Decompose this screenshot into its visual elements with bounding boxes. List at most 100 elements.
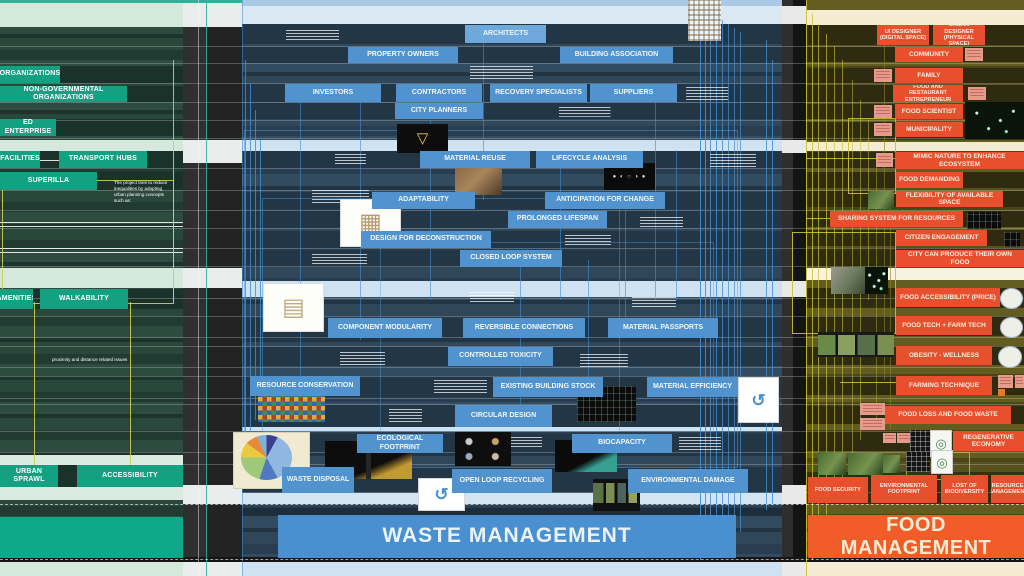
food-scientist[interactable]: FOOD SCIENTIST — [895, 104, 963, 119]
food-demanding[interactable]: FOOD DEMANDING — [896, 172, 963, 188]
mimic-nature-to-enhance-ecosystem[interactable]: MIMIC NATURE TO ENHANCE ECOSYSTEM — [895, 152, 1024, 169]
architects[interactable]: ARCHITECTS — [465, 25, 546, 43]
food-management-title[interactable]: FOOD MANAGEMENT — [808, 515, 1024, 558]
note-chip-2[interactable] — [874, 69, 892, 82]
annotation-text[interactable] — [708, 152, 758, 170]
lost-of-biodiversity[interactable]: LOST OF BIODIVERSITY — [941, 475, 988, 503]
material-reuse[interactable]: MATERIAL REUSE — [420, 151, 530, 168]
annotation-text[interactable] — [677, 435, 723, 453]
resource-management[interactable]: RESOURCE MANAGEMENT — [991, 475, 1024, 503]
constellation-image[interactable] — [965, 102, 1024, 139]
note-chip-12[interactable] — [897, 433, 910, 443]
superilla-note[interactable]: The project tries to reduce inequalities… — [114, 180, 168, 203]
circle-badge-3[interactable] — [998, 346, 1022, 368]
circle-badge-1[interactable] — [1000, 288, 1023, 309]
annotation-text[interactable] — [468, 290, 516, 304]
property-owners[interactable]: PROPERTY OWNERS — [348, 47, 458, 63]
obesity-wellness[interactable]: OBESITY - WELLNESS — [896, 346, 992, 365]
controlled-toxicity[interactable]: CONTROLLED TOXICITY — [448, 347, 553, 366]
non-governmental-organizations[interactable]: NON-GOVERNMENTAL ORGANIZATIONS — [0, 86, 127, 102]
orange-chip[interactable] — [998, 389, 1005, 396]
annotation-text[interactable] — [557, 105, 613, 117]
note-chip-8[interactable] — [1015, 375, 1024, 388]
annotation-text[interactable] — [578, 352, 630, 368]
city-can-produce-their-own-food[interactable]: CITY CAN PRODUCE THEIR OWN FOOD — [896, 250, 1024, 267]
annotation-text[interactable] — [333, 152, 367, 166]
amenities[interactable]: AMENITIES — [0, 289, 33, 309]
note-chip-5[interactable] — [874, 123, 892, 136]
investors[interactable]: INVESTORS — [285, 84, 381, 102]
food-security[interactable]: FOOD SECURITY — [808, 477, 868, 503]
material-efficiency[interactable]: MATERIAL EFFICIENCY — [647, 377, 738, 397]
recycle-thumbnail-bottom[interactable] — [931, 450, 953, 474]
street-photo[interactable] — [831, 267, 865, 294]
closed-loop-system[interactable]: CLOSED LOOP SYSTEM — [460, 250, 562, 267]
annotation-text[interactable] — [387, 407, 423, 425]
city-planners[interactable]: CITY PLANNERS — [395, 103, 483, 119]
transport-hubs[interactable]: TRANSPORT HUBS — [59, 151, 147, 168]
community[interactable]: COMMUNITY — [895, 47, 963, 62]
annotation-text[interactable] — [638, 215, 685, 228]
green-chart-thumbnail[interactable] — [865, 267, 888, 294]
open-loop-recycling[interactable]: OPEN LOOP RECYCLING — [452, 469, 552, 493]
ecological-footprint[interactable]: ECOLOGICAL FOOTPRINT — [357, 434, 443, 453]
environmental-damage[interactable]: ENVIRONMENTAL DAMAGE — [628, 469, 748, 493]
food-accessibility-price[interactable]: FOOD ACCESSIBILITY (PRICE) — [896, 288, 1000, 307]
annotation-text[interactable] — [507, 435, 543, 450]
biocapacity[interactable]: BIOCAPACITY — [572, 434, 672, 453]
note-chip-3[interactable] — [968, 87, 986, 100]
annotation-text[interactable] — [284, 28, 342, 41]
annotation-text[interactable] — [630, 295, 678, 309]
dot-grid-thumbnail[interactable] — [910, 430, 930, 457]
photo-strip-image[interactable] — [818, 332, 894, 357]
trees-photo[interactable] — [868, 191, 894, 209]
proximity-note[interactable]: proximity and distance related issues — [52, 357, 128, 362]
accessibility[interactable]: ACCESSIBILITY — [77, 465, 183, 487]
recycle-icons-image[interactable] — [455, 432, 511, 466]
small-dark-thumbnail[interactable] — [1004, 232, 1020, 247]
ui-designer[interactable]: UI DESIGNER (DIGITAL SPACE) — [877, 25, 929, 45]
photo-strip-bottom-3[interactable] — [883, 455, 900, 473]
waste-disposal[interactable]: WASTE DISPOSAL — [282, 467, 354, 493]
food-loss-and-food-waste[interactable]: FOOD LOSS AND FOOD WASTE — [885, 406, 1011, 424]
family[interactable]: FAMILY — [895, 68, 963, 83]
circle-badge-2[interactable] — [1000, 317, 1023, 338]
reversible-connections[interactable]: REVERSIBLE CONNECTIONS — [463, 318, 585, 338]
anticipation-for-change[interactable]: ANTICIPATION FOR CHANGE — [545, 192, 665, 209]
contractors[interactable]: CONTRACTORS — [396, 84, 482, 102]
adaptability[interactable]: ADAPTABILITY — [372, 192, 475, 209]
note-chip-1[interactable] — [965, 48, 983, 61]
ed-enterprise[interactable]: ED ENTERPRISE — [0, 119, 56, 136]
map-thumbnail[interactable] — [967, 212, 1001, 229]
annotation-text[interactable] — [563, 233, 613, 247]
resource-conservation[interactable]: RESOURCE CONSERVATION — [250, 376, 360, 396]
urban-designer[interactable]: URBAN DESIGNER (PHYSICAL SPACE) — [933, 25, 985, 45]
annotation-text[interactable] — [468, 64, 537, 80]
regenerative-economy[interactable]: REGENERATIVE ECONOMY — [953, 431, 1024, 451]
lifecycle-analysis[interactable]: LIFECYCLE ANALYSIS — [536, 151, 643, 168]
organizations[interactable]: ORGANIZATIONS — [0, 66, 60, 83]
note-chip-4[interactable] — [874, 105, 892, 118]
photo-strip-bottom-1[interactable] — [818, 452, 846, 475]
annotation-text[interactable] — [432, 378, 490, 395]
food-and-restaurant-entrepreneur[interactable]: FOOD AND RESTAURANT ENTREPRENEUR — [893, 85, 963, 102]
annotation-text[interactable] — [338, 350, 387, 366]
material-passports[interactable]: MATERIAL PASSPORTS — [608, 318, 718, 338]
left-title-bar[interactable] — [0, 517, 183, 558]
note-chip-11[interactable] — [883, 433, 896, 443]
citizen-engagement[interactable]: CITIZEN ENGAGEMENT — [896, 230, 987, 246]
superilla[interactable]: SUPERILLA — [0, 172, 97, 190]
annotation-text[interactable] — [310, 252, 370, 267]
chart-thumbnail-bottom[interactable] — [906, 452, 930, 472]
component-modularity[interactable]: COMPONENT MODULARITY — [328, 318, 442, 338]
note-chip-10[interactable] — [860, 418, 885, 430]
food-tech-farm-tech[interactable]: FOOD TECH + FARM TECH — [896, 316, 992, 335]
exploded-axonometric-image[interactable] — [263, 283, 324, 332]
note-chip-6[interactable] — [876, 153, 893, 167]
sharing-system-for-resources[interactable]: SHARING SYSTEM FOR RESOURCES — [830, 211, 963, 227]
note-chip-7[interactable] — [998, 375, 1013, 388]
waste-management-title[interactable]: WASTE MANAGEMENT — [278, 515, 736, 558]
facilities[interactable]: FACILITIES — [0, 151, 40, 168]
municipality[interactable]: MUNICIPALITY — [895, 122, 963, 137]
environmental-footprint[interactable]: ENVIRONMENTAL FOOTPRINT — [871, 475, 937, 503]
